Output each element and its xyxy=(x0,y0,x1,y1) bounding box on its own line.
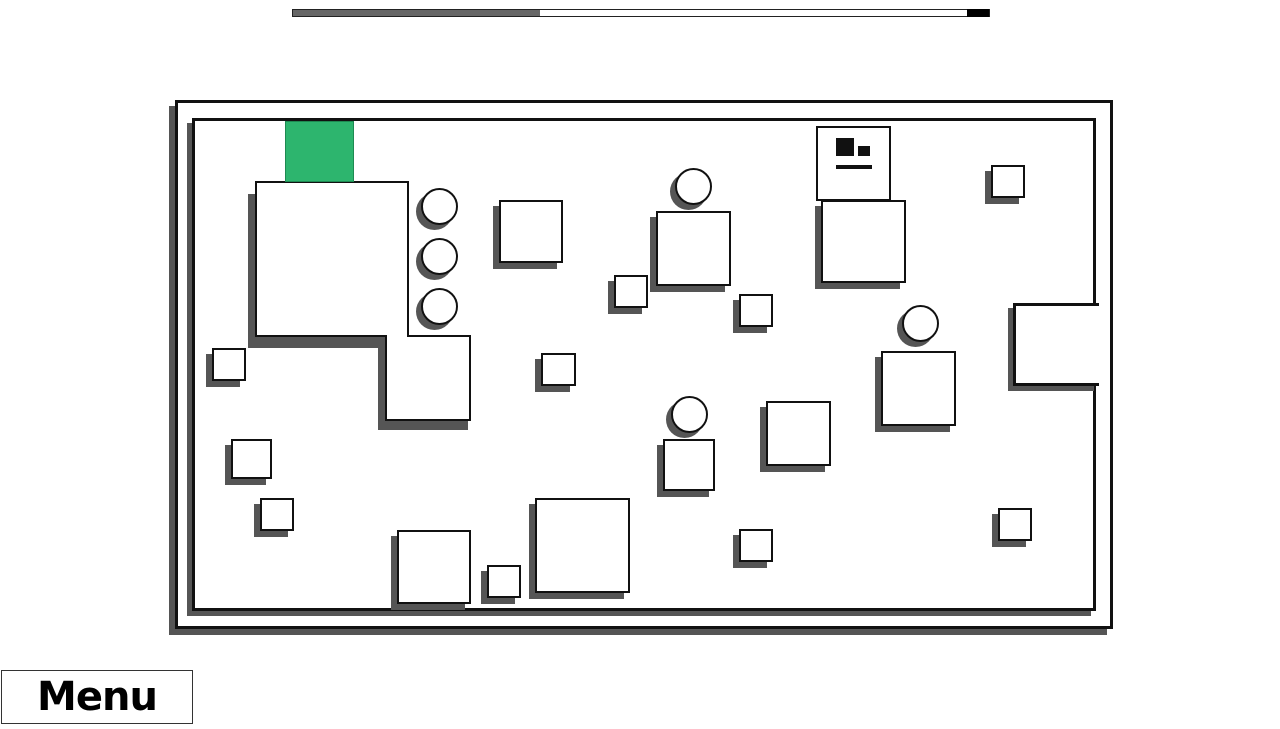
small-crate xyxy=(998,508,1032,541)
small-crate xyxy=(739,529,773,562)
goal-icon xyxy=(816,126,891,201)
crate-obstacle xyxy=(766,401,831,466)
small-crate xyxy=(260,498,294,531)
round-obstacle xyxy=(671,396,708,433)
wall-notch-gap xyxy=(1093,306,1103,383)
wall-notch xyxy=(1013,303,1099,386)
small-crate xyxy=(614,275,648,308)
menu-button[interactable]: Menu xyxy=(1,670,193,724)
small-crate xyxy=(487,565,521,598)
round-obstacle xyxy=(421,188,458,225)
small-crate xyxy=(991,165,1025,198)
l-shaped-obstacle xyxy=(248,181,471,430)
small-crate xyxy=(231,439,272,479)
crate-obstacle xyxy=(499,200,563,263)
level-progress-end-cap xyxy=(967,9,989,17)
round-obstacle xyxy=(902,305,939,342)
crate-obstacle xyxy=(656,211,731,286)
crate-obstacle xyxy=(397,530,471,604)
level-progress-bar xyxy=(292,9,990,17)
small-crate xyxy=(541,353,576,386)
small-crate xyxy=(212,348,246,381)
small-crate xyxy=(739,294,773,327)
round-obstacle xyxy=(675,168,712,205)
crate-obstacle xyxy=(535,498,630,593)
crate-obstacle xyxy=(881,351,956,426)
level-progress-fill xyxy=(293,10,541,16)
round-obstacle xyxy=(421,238,458,275)
player-block[interactable] xyxy=(285,121,354,182)
crate-obstacle xyxy=(663,439,715,491)
round-obstacle xyxy=(421,288,458,325)
crate-obstacle xyxy=(821,200,906,283)
